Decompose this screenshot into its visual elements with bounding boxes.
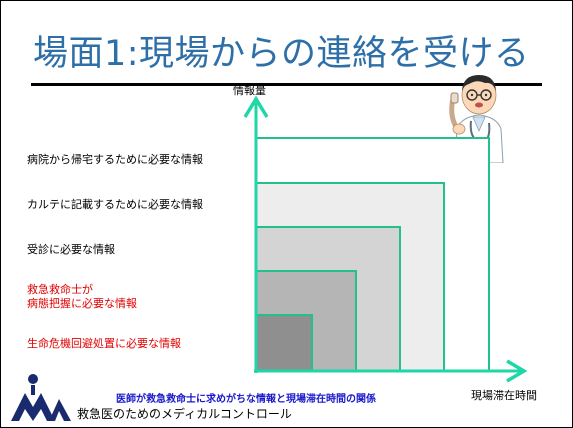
level-label-5: 生命危機回避処置に必要な情報 (27, 337, 181, 350)
page-title: 場面1:現場からの連絡を受ける (33, 34, 530, 74)
org-logo (11, 374, 71, 421)
organization-name: 救急医のためのメディカルコントロール (77, 407, 292, 421)
level-box-5 (255, 314, 313, 372)
level-label-2: カルテに記載するために必要な情報 (27, 198, 203, 211)
level-label-3: 受診に必要な情報 (27, 243, 115, 256)
level-label-4-line1: 救急救命士が (27, 283, 93, 296)
figure-caption: 医師が救急救命士に求めがちな情報と現場滞在時間の関係 (116, 394, 376, 405)
y-axis-arrowhead (243, 95, 269, 118)
level-label-4-line2: 病態把握に必要な情報 (27, 297, 137, 310)
y-axis-label: 情報量 (233, 84, 266, 97)
level-label-1: 病院から帰宅するために必要な情報 (27, 153, 203, 166)
x-axis-arrowhead (506, 359, 528, 383)
x-axis-label: 現場滞在時間 (471, 389, 537, 402)
title-divider (31, 83, 542, 86)
